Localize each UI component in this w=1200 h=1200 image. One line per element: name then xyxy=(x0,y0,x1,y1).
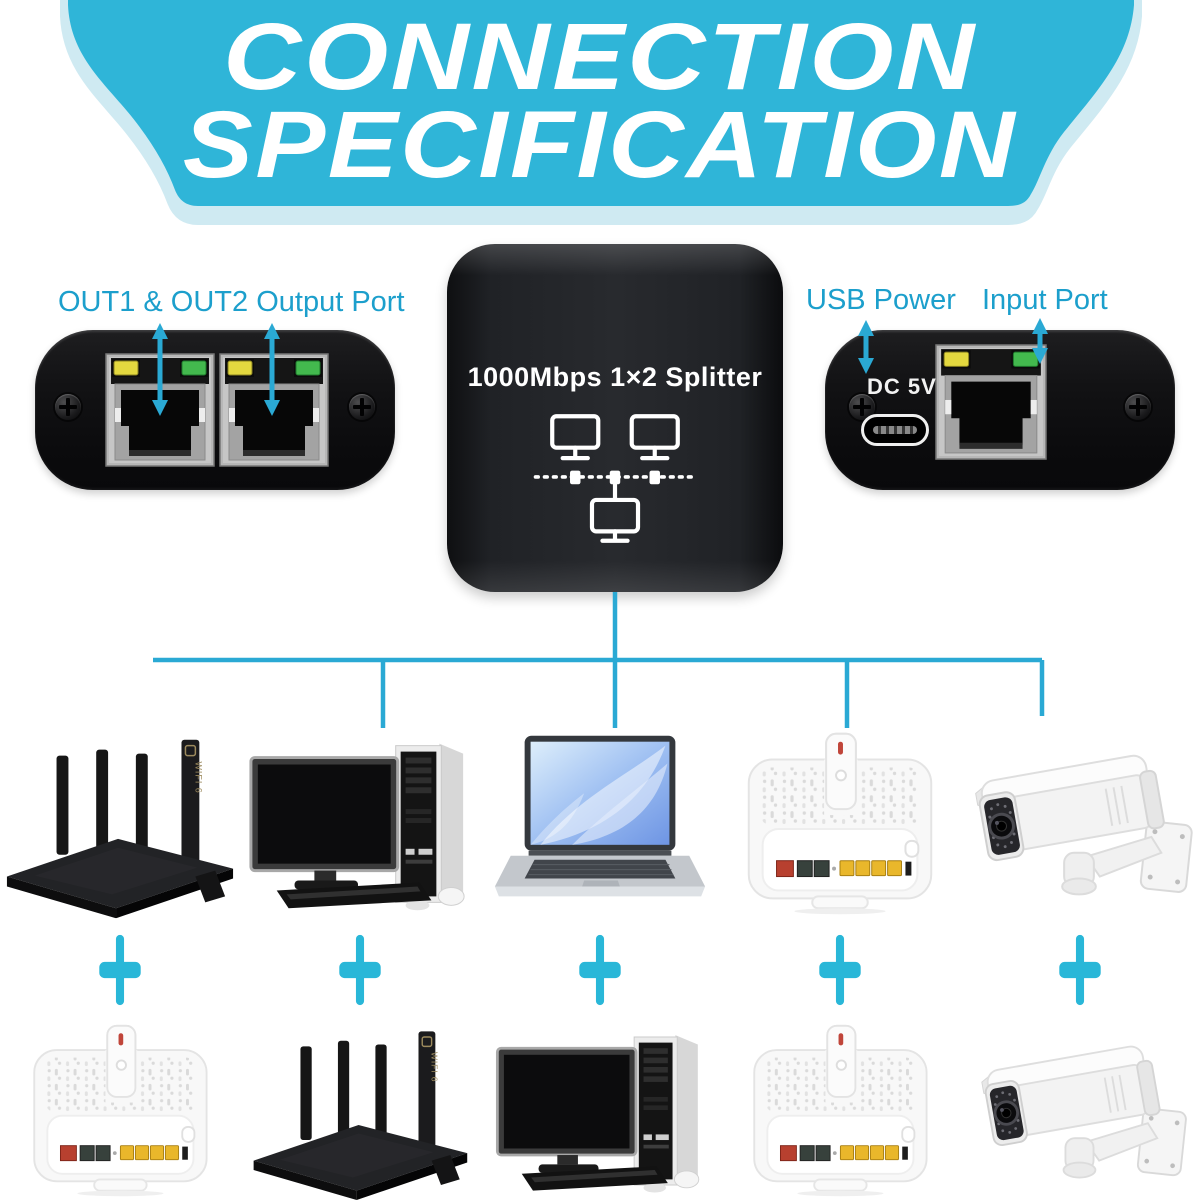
screw-icon xyxy=(1125,394,1151,420)
output-panel xyxy=(35,330,395,490)
plus-icon xyxy=(960,928,1200,1012)
wifi-router-icon xyxy=(248,1022,473,1200)
plus-icon xyxy=(720,928,960,1012)
header-title-line2: SPECIFICATION xyxy=(182,92,1018,198)
header-banner xyxy=(60,0,1142,225)
splitter-title: 1000Mbps 1×2 Splitter xyxy=(467,362,763,392)
screw-icon xyxy=(349,394,375,420)
desktop-computer-icon xyxy=(241,728,479,920)
device-wifi-router xyxy=(240,1022,480,1200)
screw-icon xyxy=(55,394,81,420)
plus-icon xyxy=(480,928,720,1012)
device-security-camera xyxy=(960,728,1200,920)
usb-power-label: USB Power xyxy=(806,284,956,316)
device-desktop-computer xyxy=(480,1022,720,1200)
wifi-router-icon xyxy=(1,728,239,920)
dc-5v-label: DC 5V xyxy=(867,374,937,399)
device-wifi-router xyxy=(0,728,240,920)
usb-c-port-icon xyxy=(861,414,929,446)
device-modem-router xyxy=(0,1022,240,1200)
output-ports-label: OUT1 & OUT2 Output Port xyxy=(58,286,405,318)
modem-router-icon xyxy=(8,1022,233,1200)
desktop-computer-icon xyxy=(488,1022,713,1200)
device-row-2 xyxy=(0,1022,1200,1200)
rj45-port-out2-icon xyxy=(219,350,329,468)
modem-router-icon xyxy=(728,1022,953,1200)
banner-shape xyxy=(68,0,1134,206)
plus-icon xyxy=(0,928,240,1012)
laptop-icon xyxy=(481,728,719,920)
device-security-camera xyxy=(960,1022,1200,1200)
security-camera-icon xyxy=(968,1022,1193,1200)
device-desktop-computer xyxy=(240,728,480,920)
input-panel: DC 5V xyxy=(825,330,1175,490)
network-split-icon xyxy=(533,414,697,543)
modem-router-icon xyxy=(721,728,959,920)
security-camera-icon xyxy=(961,728,1199,920)
input-port-label: Input Port xyxy=(982,284,1108,316)
plus-icon xyxy=(240,928,480,1012)
device-modem-router xyxy=(720,728,960,920)
rj45-port-input-icon xyxy=(935,336,1047,466)
device-row-1 xyxy=(0,728,1200,920)
rj45-port-out1-icon xyxy=(105,350,215,468)
device-modem-router xyxy=(720,1022,960,1200)
plus-separator-row xyxy=(0,928,1200,1012)
device-laptop xyxy=(480,728,720,920)
splitter-device: 1000Mbps 1×2 Splitter xyxy=(447,244,783,592)
header-title-line1: CONNECTION xyxy=(223,4,977,110)
